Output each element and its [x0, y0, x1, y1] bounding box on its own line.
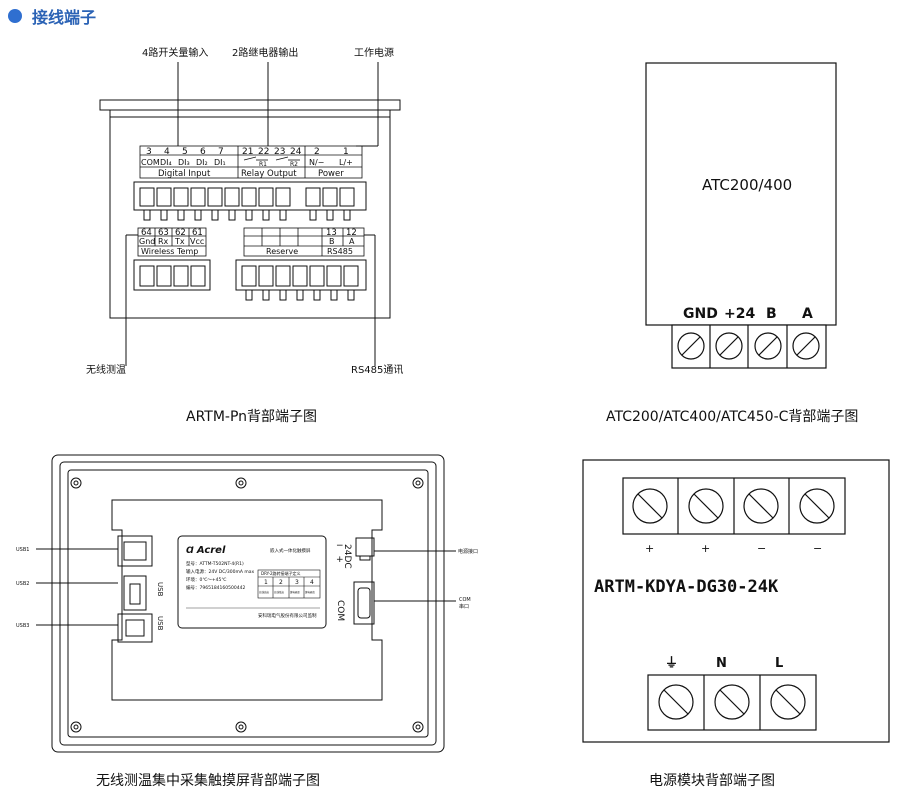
terminal-n: N: [716, 656, 727, 671]
relay-mark: R2: [290, 161, 298, 168]
term-num: 5: [182, 147, 188, 157]
com-port-label: COM: [459, 597, 471, 603]
nameplate-table-cell: 总线高出: [259, 590, 270, 594]
section-header: 接线端子: [8, 4, 96, 28]
bullet-icon: [8, 9, 22, 23]
term-num: 7: [218, 147, 224, 157]
usb-vert-label: USB: [156, 582, 164, 597]
term-num: 61: [192, 228, 203, 238]
term-num: 1: [343, 147, 349, 157]
nameplate-line: 输入电源：24V DC/300mA max: [186, 568, 254, 575]
fig3-caption: 无线测温集中采集触摸屏背部端子图: [96, 773, 320, 789]
term-label: L/+: [339, 158, 353, 167]
term-num: 13: [326, 228, 337, 238]
nameplate-table-num: 3: [295, 579, 299, 586]
nameplate-table-num: 4: [310, 579, 314, 586]
group-wireless: Wireless Temp: [141, 247, 198, 256]
usb-vert-label: USB: [156, 616, 164, 631]
term-label: Vcc: [190, 237, 204, 246]
com-port-sub: 串口: [459, 604, 469, 610]
brand-name: Acrel: [196, 545, 226, 556]
nameplate-table-cell: 继电器负: [305, 590, 316, 594]
fig4-caption: 电源模块背部端子图: [649, 773, 775, 789]
section-title: 接线端子: [32, 8, 97, 27]
nameplate-line: 型号：ATTM-T502NT-4(R1): [186, 560, 244, 567]
nameplate-table-num: 1: [264, 579, 268, 586]
callout-rs485: RS485通讯: [351, 364, 403, 376]
term-num: 6: [200, 147, 206, 157]
terminal-sign: +: [701, 542, 710, 555]
terminal-l: L: [775, 656, 783, 671]
side-plus: +: [336, 555, 344, 565]
logo-mark: Ɑ: [186, 546, 197, 556]
term-num: 4: [164, 147, 170, 157]
side-minus: −: [336, 541, 344, 551]
side-24dc: 24DC: [342, 544, 352, 569]
nameplate: Ɑ Acrel 嵌入式一体化触摸屏 型号：ATTM-T502NT-4(R1) 输…: [186, 545, 321, 619]
group-relay: Relay Output: [241, 169, 297, 179]
terminal-b: B: [766, 306, 777, 322]
nameplate-line: 编号：7965184160500442: [186, 584, 245, 591]
term-num: 62: [175, 228, 186, 238]
term-label: Tx: [174, 237, 185, 246]
term-label: DI₁: [214, 158, 226, 167]
nameplate-company: 安科瑞电气股份有限公司监制: [258, 612, 317, 619]
power-port-label: 电源接口: [458, 548, 478, 555]
power-module-model: ARTM-KDYA-DG30-24K: [594, 577, 779, 597]
fig1-caption: ARTM-Pn背部端子图: [186, 409, 318, 425]
term-num: 22: [258, 147, 269, 157]
term-num: 24: [290, 147, 302, 157]
term-label: N/−: [309, 158, 324, 167]
terminal-sign: −: [757, 542, 766, 555]
group-power: Power: [318, 169, 344, 179]
group-rs485: RS485: [327, 247, 353, 256]
nameplate-table-cell: 继电器正: [290, 590, 301, 594]
terminal-a: A: [802, 306, 813, 322]
relay-mark: R1: [259, 161, 267, 168]
terminal-sign: +: [645, 542, 654, 555]
group-reserve: Reserve: [266, 247, 298, 256]
nameplate-table-cell: 总线低出: [274, 590, 285, 594]
nameplate-table-num: 2: [279, 579, 283, 586]
nameplate-product: 嵌入式一体化触摸屏: [270, 547, 311, 554]
fig2-caption: ATC200/ATC400/ATC450-C背部端子图: [606, 409, 859, 425]
term-num: 21: [242, 147, 253, 157]
side-com: COM: [335, 600, 345, 621]
term-label: Gnd: [139, 237, 155, 246]
terminal-gnd: GND: [683, 306, 718, 322]
term-label: DI₄: [160, 158, 172, 167]
terminal-24: +24: [724, 306, 755, 322]
group-digital: Digital Input: [158, 169, 211, 179]
term-label: COM: [141, 158, 160, 167]
term-label: A: [349, 237, 355, 246]
terminal-earth: ⏚: [665, 656, 678, 671]
term-label: DI₂: [196, 158, 208, 167]
callout-power: 工作电源: [354, 46, 394, 59]
nameplate-line: 环境：0℃～+45℃: [186, 576, 226, 583]
nameplate-logo: Ɑ Acrel: [186, 545, 226, 556]
term-num: 63: [158, 228, 169, 238]
callout-relay: 2路继电器输出: [232, 46, 298, 59]
term-label: B: [329, 237, 335, 246]
term-num: 64: [141, 228, 152, 238]
term-num: 23: [274, 147, 285, 157]
term-num: 3: [146, 147, 152, 157]
term-num: 2: [314, 147, 320, 157]
callout-wireless: 无线测温: [86, 363, 126, 376]
callout-di: 4路开关量输入: [142, 46, 208, 59]
term-label: Rx: [158, 237, 169, 246]
usb2-label: USB2: [16, 581, 29, 587]
term-label: DI₃: [178, 158, 190, 167]
nameplate-table-title: DRY-2路转接端子定义: [261, 570, 301, 576]
usb1-label: USB1: [16, 547, 29, 553]
usb3-label: USB3: [16, 623, 29, 629]
term-num: 12: [346, 228, 357, 238]
atc-model: ATC200/400: [702, 176, 792, 194]
terminal-sign: −: [813, 542, 822, 555]
